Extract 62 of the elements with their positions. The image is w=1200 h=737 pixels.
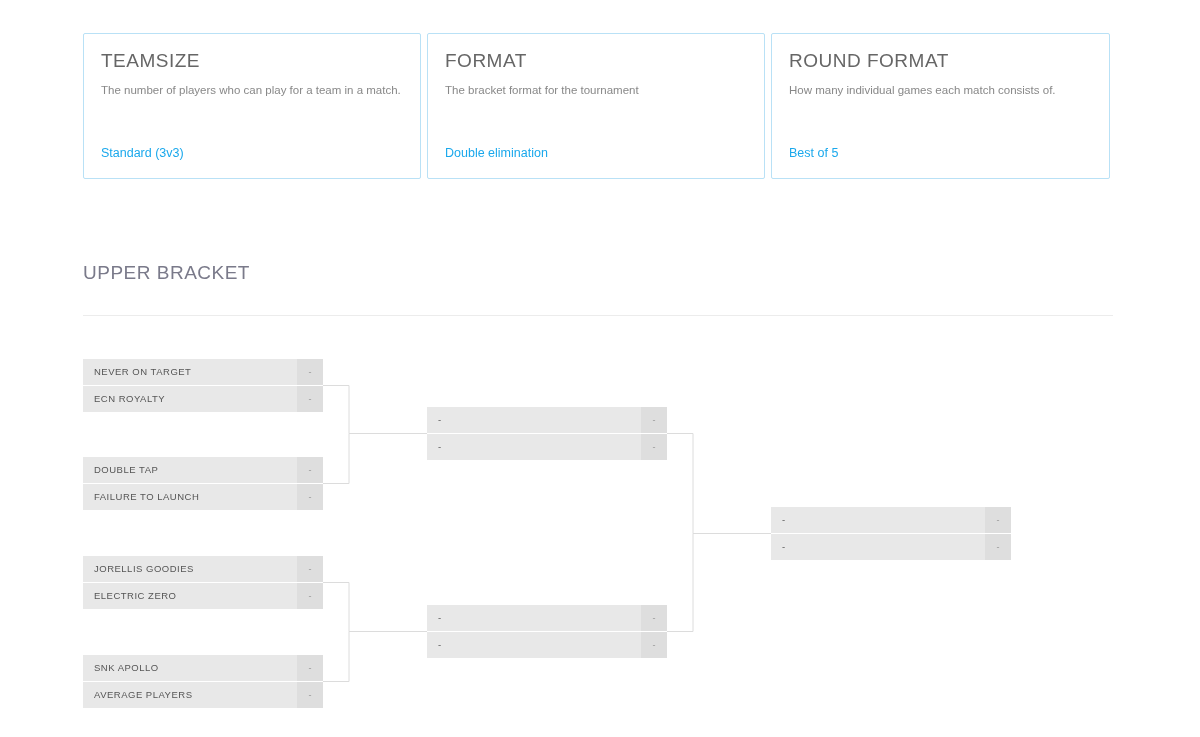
team-row — [427, 605, 667, 631]
score: - — [297, 484, 323, 510]
info-card — [771, 33, 1110, 179]
score: - — [297, 386, 323, 412]
team-row — [83, 682, 323, 708]
team-name: NEVER ON TARGET — [94, 366, 192, 377]
match-card — [427, 407, 667, 460]
score: - — [985, 534, 1011, 560]
team-row — [427, 632, 667, 658]
team-name: - — [782, 541, 786, 552]
card-description: The bracket format for the tournament — [445, 84, 640, 96]
team-name: SNK APOLLO — [94, 662, 159, 673]
team-row — [427, 407, 667, 433]
team-row — [427, 434, 667, 460]
match-card — [83, 655, 323, 708]
team-name: - — [438, 414, 442, 425]
card-heading: ROUND FORMAT — [789, 50, 949, 72]
score: - — [641, 407, 667, 433]
team-name: ELECTRIC ZERO — [94, 590, 177, 601]
setting-value: Best of 5 — [789, 146, 839, 160]
team-name: ECN ROYALTY — [94, 393, 166, 404]
team-row — [83, 386, 323, 412]
score: - — [297, 655, 323, 681]
team-row — [771, 507, 1011, 533]
team-name: JORELLIS GOODIES — [94, 563, 194, 574]
setting-value: Double elimination — [445, 146, 548, 160]
card-heading: FORMAT — [445, 50, 527, 72]
team-name: - — [438, 441, 442, 452]
score: - — [641, 434, 667, 460]
section-heading: UPPER BRACKET — [83, 262, 250, 284]
team-row — [83, 583, 323, 609]
team-name: - — [438, 612, 442, 623]
score: - — [641, 632, 667, 658]
score: - — [641, 605, 667, 631]
score: - — [297, 556, 323, 582]
team-row — [83, 484, 323, 510]
team-name: DOUBLE TAP — [94, 464, 159, 475]
team-row — [83, 556, 323, 582]
team-name: - — [438, 639, 442, 650]
info-card — [83, 33, 421, 179]
team-name: FAILURE TO LAUNCH — [94, 491, 200, 502]
card-heading: TEAMSIZE — [101, 50, 200, 72]
card-description: How many individual games each match consists of. — [789, 84, 1057, 96]
score: - — [985, 507, 1011, 533]
setting-value: Standard (3v3) — [101, 146, 184, 160]
match-card — [83, 457, 323, 510]
team-row — [83, 359, 323, 385]
team-row — [83, 457, 323, 483]
score: - — [297, 682, 323, 708]
team-row — [83, 655, 323, 681]
match-card — [771, 507, 1011, 560]
score: - — [297, 583, 323, 609]
match-card — [83, 359, 323, 412]
team-name: - — [782, 514, 786, 525]
card-description: The number of players who can play for a team in a match. — [101, 84, 402, 96]
team-row — [771, 534, 1011, 560]
score: - — [297, 457, 323, 483]
info-card — [427, 33, 765, 179]
team-name: AVERAGE PLAYERS — [94, 689, 193, 700]
match-card — [83, 556, 323, 609]
score: - — [297, 359, 323, 385]
match-card — [427, 605, 667, 658]
